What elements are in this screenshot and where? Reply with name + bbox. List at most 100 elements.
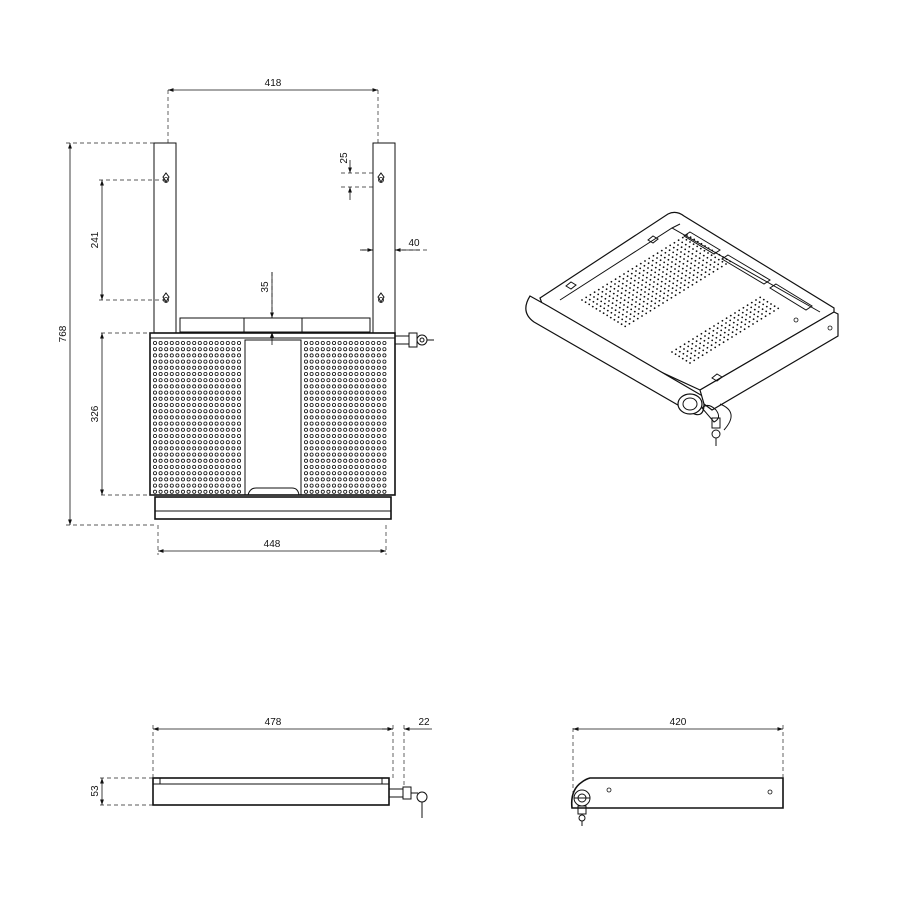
perforation-hole xyxy=(180,384,185,389)
perforation-hole xyxy=(315,452,320,457)
perforation-hole xyxy=(152,402,157,407)
perforation-hole xyxy=(320,421,325,426)
perforation-hole xyxy=(186,365,191,370)
perforation-hole xyxy=(639,298,642,301)
perforation-hole xyxy=(348,402,353,407)
perforation-hole xyxy=(331,353,336,358)
perforation-hole xyxy=(359,421,364,426)
perforation-hole xyxy=(675,348,678,351)
perforation-hole xyxy=(309,427,314,432)
perforation-hole xyxy=(180,415,185,420)
perforation-hole xyxy=(180,464,185,469)
perforation-hole xyxy=(681,236,684,239)
perforation-hole xyxy=(653,276,656,279)
perforation-hole xyxy=(596,298,599,301)
perforation-hole xyxy=(303,340,308,345)
perforation-hole xyxy=(192,390,197,395)
perforation-hole xyxy=(343,427,348,432)
perforation-hole xyxy=(214,409,219,414)
perforation-hole xyxy=(627,270,630,273)
perforation-hole xyxy=(315,458,320,463)
perforation-hole xyxy=(682,262,685,265)
perforation-hole xyxy=(320,371,325,376)
perforation-hole xyxy=(633,315,636,318)
perforation-hole xyxy=(214,353,219,358)
perforation-hole xyxy=(592,300,595,303)
perforation-hole xyxy=(180,458,185,463)
perforation-hole xyxy=(629,282,632,285)
perforation-hole xyxy=(231,415,236,420)
perforation-hole xyxy=(186,489,191,494)
perforation-hole xyxy=(220,464,225,469)
perforation-hole xyxy=(326,458,331,463)
perforation-hole xyxy=(749,316,751,318)
perforation-hole xyxy=(666,268,669,271)
perforation-hole xyxy=(164,390,169,395)
perforation-hole xyxy=(186,353,191,358)
perforation-hole xyxy=(382,340,387,345)
perforation-hole xyxy=(152,483,157,488)
perforation-hole xyxy=(365,427,370,432)
perforation-hole xyxy=(225,340,230,345)
perforation-hole xyxy=(354,446,359,451)
perforation-hole xyxy=(660,285,663,288)
perforation-hole xyxy=(629,287,631,289)
perforation-hole xyxy=(713,325,715,327)
perforation-hole xyxy=(707,247,710,250)
perforation-hole xyxy=(631,298,634,301)
perforation-hole xyxy=(359,340,364,345)
perforation-hole xyxy=(629,318,631,320)
perforation-hole xyxy=(208,489,213,494)
perforation-hole xyxy=(750,301,753,304)
perforation-hole xyxy=(303,483,308,488)
perforation-hole xyxy=(197,371,202,376)
perforation-hole xyxy=(348,440,353,445)
perforation-hole xyxy=(186,340,191,345)
perforation-hole xyxy=(315,396,320,401)
perforation-hole xyxy=(365,378,370,383)
perforation-hole xyxy=(303,464,308,469)
perforation-hole xyxy=(717,322,720,325)
perforation-hole xyxy=(673,272,676,275)
perforation-hole xyxy=(619,301,622,304)
perforation-hole xyxy=(655,292,658,295)
perforation-hole xyxy=(175,378,180,383)
perforation-hole xyxy=(371,421,376,426)
perforation-hole xyxy=(376,433,381,438)
perforation-hole xyxy=(701,264,704,267)
perforation-hole xyxy=(326,340,331,345)
perforation-hole xyxy=(721,319,724,322)
perforation-hole xyxy=(197,353,202,358)
perforation-hole xyxy=(643,295,646,298)
perforation-hole xyxy=(758,301,761,304)
perforation-hole xyxy=(231,359,236,364)
perforation-hole xyxy=(614,278,617,281)
perforation-hole xyxy=(186,433,191,438)
dim-label-448: 448 xyxy=(264,539,281,550)
perforation-hole xyxy=(696,245,699,248)
perforation-hole xyxy=(337,458,342,463)
perforation-hole xyxy=(728,324,731,327)
perforation-hole xyxy=(152,489,157,494)
perforation-hole xyxy=(376,446,381,451)
perforation-hole xyxy=(694,259,697,262)
perforation-hole xyxy=(365,483,370,488)
perforation-hole xyxy=(376,371,381,376)
perforation-hole xyxy=(645,307,648,310)
perforation-hole xyxy=(348,409,353,414)
perforation-hole xyxy=(690,352,693,355)
perforation-hole xyxy=(623,304,625,306)
perforation-hole xyxy=(689,357,692,360)
perforation-hole xyxy=(225,353,230,358)
end-plate xyxy=(570,777,784,809)
perforation-hole xyxy=(220,371,225,376)
basket-body xyxy=(149,332,396,496)
perforation-hole xyxy=(630,308,633,311)
perforation-hole xyxy=(197,477,202,482)
perforation-hole xyxy=(691,252,694,255)
perforation-hole xyxy=(225,477,230,482)
perforation-hole xyxy=(197,464,202,469)
perforation-hole xyxy=(320,353,325,358)
perforation-hole xyxy=(337,402,342,407)
perforation-hole xyxy=(186,402,191,407)
